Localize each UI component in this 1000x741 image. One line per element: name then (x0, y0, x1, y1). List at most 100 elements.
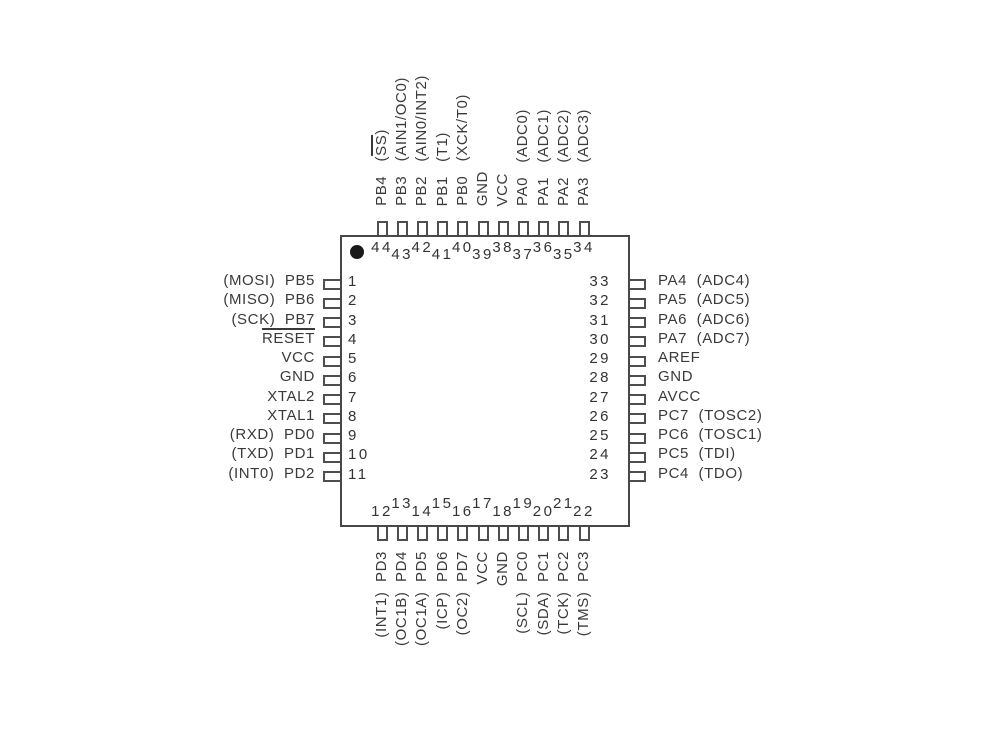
pin-label-42: PB2 (AIN0/INT2) (413, 74, 431, 206)
pin-number-27: 27 (589, 388, 611, 406)
pin-label-7: XTAL2 (267, 387, 315, 405)
pin-number-22: 22 (573, 503, 595, 520)
pin-number-43: 43 (391, 246, 414, 263)
pin-number-32: 32 (589, 292, 611, 310)
pin-lead-32 (630, 297, 646, 309)
pin-lead-4 (323, 336, 340, 348)
pin-lead-18 (497, 527, 509, 541)
pin-number-44: 44 (371, 239, 393, 256)
pin-label-25: PC6 (TOSC1) (658, 426, 763, 443)
chip-body (340, 235, 630, 527)
pin-label-22: (TMS) PC3 (575, 551, 592, 637)
pin-number-33: 33 (589, 273, 611, 290)
pin-label-37: PA0 (ADC0) (514, 109, 532, 206)
pin-label-14: (OC1A) PD5 (413, 551, 431, 646)
pin-label-21: (TCK) PC2 (554, 551, 572, 635)
pin-number-30: 30 (589, 330, 611, 348)
pin-lead-35 (558, 221, 570, 235)
pin-label-1: (MOSI) PB5 (223, 272, 315, 289)
pin-label-38: VCC (494, 172, 512, 206)
pin-number-6: 6 (348, 369, 359, 387)
pin-label-24: PC5 (TDI) (658, 445, 736, 463)
pin-number-28: 28 (589, 369, 611, 387)
pin-label-13: (OC1B) PD4 (393, 551, 411, 646)
pin-lead-14 (416, 527, 428, 541)
pin-number-11: 11 (348, 465, 369, 483)
pin-number-16: 16 (451, 503, 474, 520)
pin-label-6: GND (279, 368, 315, 386)
pin-lead-17 (477, 527, 489, 541)
pin-lead-11 (323, 471, 340, 482)
pin-number-1: 1 (348, 273, 359, 290)
pin-lead-41 (437, 221, 449, 235)
pin-number-21: 21 (552, 495, 575, 512)
pin-label-8: XTAL1 (267, 406, 315, 424)
pin-lead-19 (517, 527, 529, 541)
pin-number-39: 39 (472, 246, 494, 263)
overline-text: SS (371, 134, 390, 156)
pin-lead-42 (416, 221, 428, 235)
pin-number-3: 3 (348, 311, 359, 329)
pin-number-23: 23 (589, 465, 611, 483)
pin-label-40: PB0 (XCK/T0) (453, 94, 471, 206)
pin-label-15: (ICP) PD6 (433, 551, 451, 630)
pin-lead-24 (630, 451, 646, 463)
pin-label-3: (SCK) PB7 (231, 310, 315, 328)
pin-lead-8 (323, 413, 340, 425)
pin-label-43: PB3 (AIN1/OC0) (393, 77, 411, 206)
pin-lead-30 (630, 336, 646, 348)
pin-number-8: 8 (348, 407, 359, 425)
pin-lead-44 (376, 221, 388, 235)
pin-label-9: (RXD) PD0 (229, 426, 315, 443)
pin-number-14: 14 (411, 503, 434, 520)
pin-number-36: 36 (532, 239, 555, 256)
pin-number-18: 18 (492, 503, 515, 520)
pin-lead-37 (517, 221, 529, 235)
pin-lead-16 (457, 527, 469, 541)
pin-lead-23 (630, 471, 646, 482)
pin-label-30: PA7 (ADC7) (658, 329, 751, 347)
pin-number-38: 38 (492, 239, 515, 256)
pin-lead-39 (477, 221, 489, 235)
pin-number-42: 42 (411, 239, 434, 256)
pin-label-35: PA2 (ADC2) (554, 109, 572, 206)
pin-lead-43 (396, 221, 408, 235)
pin-number-13: 13 (391, 495, 414, 512)
pin-label-23: PC4 (TDO) (658, 464, 744, 482)
pin-label-20: (SDA) PC1 (534, 551, 552, 636)
pin-number-37: 37 (512, 246, 535, 263)
pin-label-33: PA4 (ADC4) (658, 272, 751, 289)
pin-number-26: 26 (589, 407, 611, 425)
pin-lead-27 (630, 394, 646, 405)
pin-label-17: VCC (474, 551, 491, 585)
pin-label-10: (TXD) PD1 (231, 445, 315, 463)
pin-label-28: GND (658, 368, 694, 386)
pin-number-9: 9 (348, 427, 359, 444)
pin-label-27: AVCC (658, 387, 701, 405)
pin-lead-28 (630, 374, 646, 386)
pin-lead-1 (323, 278, 340, 290)
pin-number-25: 25 (589, 427, 611, 444)
pin-number-35: 35 (552, 246, 575, 263)
pin-lead-33 (630, 278, 646, 290)
pin-lead-13 (396, 527, 408, 541)
pin-label-34: PA3 (ADC3) (575, 109, 592, 206)
pin-lead-9 (323, 432, 340, 444)
pin-number-34: 34 (573, 239, 595, 256)
pin-number-24: 24 (589, 446, 611, 464)
pin-number-29: 29 (589, 350, 611, 367)
pin-lead-7 (323, 394, 340, 405)
pin-label-29: AREF (658, 349, 701, 366)
pin-number-41: 41 (431, 246, 454, 263)
pin-label-39: GND (474, 170, 491, 206)
pin-lead-20 (538, 527, 550, 541)
pin-lead-36 (538, 221, 550, 235)
pin-lead-15 (437, 527, 449, 541)
pin-lead-31 (630, 317, 646, 328)
pin-label-12: (INT1) PD3 (373, 551, 390, 638)
pin-number-15: 15 (431, 495, 454, 512)
pin-lead-5 (323, 355, 340, 367)
pin-label-32: PA5 (ADC5) (658, 291, 751, 309)
pin-lead-26 (630, 413, 646, 425)
